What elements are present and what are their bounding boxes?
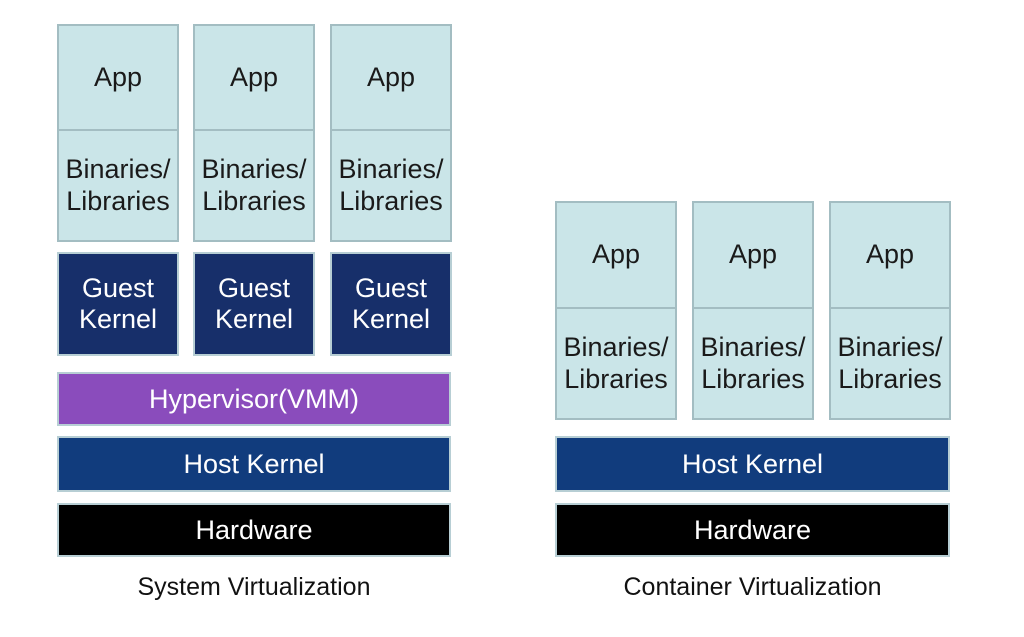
- container-column: App Binaries/ Libraries: [555, 0, 677, 637]
- app-binaries-box: App Binaries/ Libraries: [330, 24, 452, 242]
- system-virtualization-panel: App Binaries/ Libraries Guest Kernel App…: [57, 0, 452, 637]
- app-box: App: [93, 61, 143, 92]
- panel-caption-container: Container Virtualization: [623, 573, 882, 601]
- app-binaries-box: App Binaries/ Libraries: [829, 201, 951, 420]
- app-box: App: [229, 61, 279, 92]
- binaries-libraries-box: Binaries/ Libraries: [195, 129, 313, 240]
- app-box: App: [366, 61, 416, 92]
- container-column: App Binaries/ Libraries: [829, 0, 951, 637]
- app-binaries-box: App Binaries/ Libraries: [57, 24, 179, 242]
- host-kernel-layer: Host Kernel: [57, 436, 451, 492]
- app-box: App: [728, 239, 778, 270]
- panel-caption-system: System Virtualization: [137, 573, 371, 601]
- vm-column: App Binaries/ Libraries Guest Kernel: [57, 0, 179, 637]
- hardware-layer: Hardware: [555, 503, 950, 557]
- vm-column: App Binaries/ Libraries Guest Kernel: [193, 0, 315, 637]
- app-box: App: [865, 239, 915, 270]
- app-binaries-box: App Binaries/ Libraries: [555, 201, 677, 420]
- app-binaries-box: App Binaries/ Libraries: [193, 24, 315, 242]
- binaries-libraries-box: Binaries/ Libraries: [59, 129, 177, 240]
- vm-column: App Binaries/ Libraries Guest Kernel: [330, 0, 452, 637]
- guest-kernel-box: Guest Kernel: [330, 252, 452, 356]
- binaries-libraries-box: Binaries/ Libraries: [694, 307, 812, 418]
- hypervisor-layer: Hypervisor(VMM): [57, 372, 451, 426]
- container-column: App Binaries/ Libraries: [692, 0, 814, 637]
- container-virtualization-panel: App Binaries/ Libraries App Binaries/ Li…: [555, 0, 951, 637]
- binaries-libraries-box: Binaries/ Libraries: [831, 307, 949, 418]
- host-kernel-layer: Host Kernel: [555, 436, 950, 492]
- guest-kernel-box: Guest Kernel: [57, 252, 179, 356]
- guest-kernel-box: Guest Kernel: [193, 252, 315, 356]
- hardware-layer: Hardware: [57, 503, 451, 557]
- app-box: App: [591, 239, 641, 270]
- binaries-libraries-box: Binaries/ Libraries: [332, 129, 450, 240]
- binaries-libraries-box: Binaries/ Libraries: [557, 307, 675, 418]
- app-binaries-box: App Binaries/ Libraries: [692, 201, 814, 420]
